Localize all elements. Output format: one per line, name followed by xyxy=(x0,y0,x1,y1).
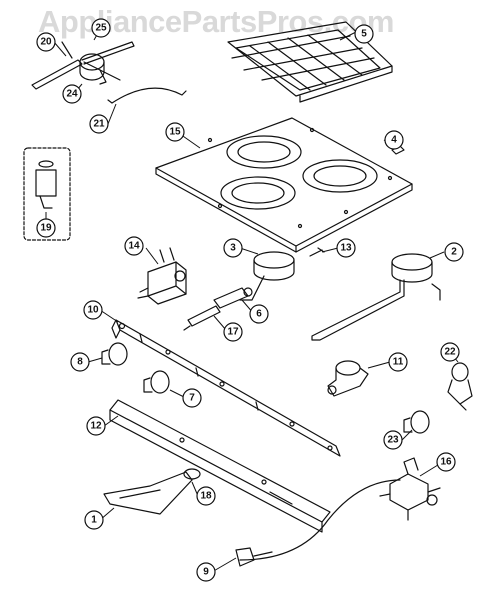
gas-valve xyxy=(447,362,473,411)
callout-6: 6 xyxy=(256,309,262,320)
callout-22: 22 xyxy=(444,347,456,358)
callout-4: 4 xyxy=(391,135,397,146)
callout-1: 1 xyxy=(91,515,97,526)
pressure-regulator xyxy=(327,360,369,397)
wire-clip xyxy=(107,87,187,104)
small-screw xyxy=(309,247,325,257)
callout-10: 10 xyxy=(87,305,99,316)
burner-base xyxy=(103,468,201,515)
callout-20: 20 xyxy=(40,37,52,48)
callout-7: 7 xyxy=(189,393,195,404)
callout-11: 11 xyxy=(393,357,404,368)
callout-16: 16 xyxy=(440,457,452,468)
callout-9: 9 xyxy=(203,567,209,578)
control-knob-middle xyxy=(143,370,170,394)
callout-21: 21 xyxy=(93,119,105,130)
igniter-box xyxy=(23,147,71,241)
callout-2: 2 xyxy=(451,247,457,258)
igniter-wire xyxy=(235,479,401,567)
callout-24: 24 xyxy=(66,89,78,100)
main-gas-valve xyxy=(379,457,441,521)
cooktop-main-top xyxy=(155,117,413,253)
manifold-rail xyxy=(111,319,341,457)
callout-5: 5 xyxy=(361,29,367,40)
callout-3: 3 xyxy=(230,243,236,254)
callout-23: 23 xyxy=(387,435,399,446)
callout-14: 14 xyxy=(128,241,140,252)
callout-13: 13 xyxy=(340,243,352,254)
valve-switch-assembly xyxy=(137,247,187,305)
callout-15: 15 xyxy=(169,127,181,138)
orifice-fittings xyxy=(183,287,253,331)
callout-8: 8 xyxy=(77,357,83,368)
callout-17: 17 xyxy=(227,327,239,338)
callout-18: 18 xyxy=(200,491,212,502)
callout-25: 25 xyxy=(95,23,107,34)
burner-head-right xyxy=(311,253,441,341)
control-knob-left xyxy=(101,342,128,366)
lower-bracket xyxy=(109,399,331,533)
callout-12: 12 xyxy=(90,421,102,432)
control-knob-right xyxy=(403,410,430,434)
callout-19: 19 xyxy=(40,223,52,234)
burner-grate xyxy=(227,21,393,103)
burner-head-left xyxy=(239,251,295,301)
spider-burner-assembly xyxy=(31,41,135,90)
